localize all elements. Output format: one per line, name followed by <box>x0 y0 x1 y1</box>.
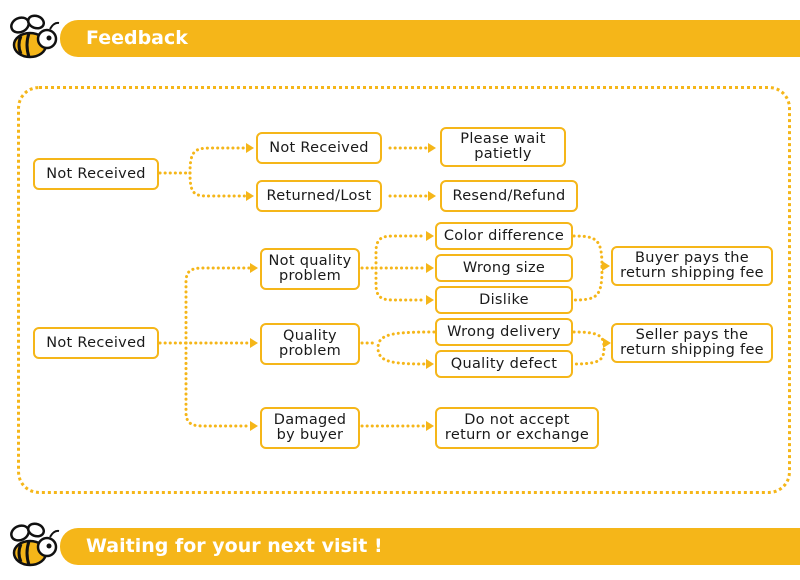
node-wrong-size: Wrong size <box>435 254 573 282</box>
node-returned-lost: Returned/Lost <box>256 180 382 212</box>
node-resend-refund: Resend/Refund <box>440 180 578 212</box>
diagram-frame <box>17 86 791 494</box>
bee-icon <box>10 14 60 59</box>
node-buyer-pays: Buyer pays the return shipping fee <box>611 246 773 286</box>
node-color-difference: Color difference <box>435 222 573 250</box>
header-banner <box>60 20 800 57</box>
node-not-quality-problem: Not quality problem <box>260 248 360 290</box>
footer-banner <box>60 528 800 565</box>
node-not-received-1: Not Received <box>33 158 159 190</box>
bee-icon <box>10 522 60 567</box>
footer-text: Waiting for your next visit ! <box>86 535 383 557</box>
node-seller-pays: Seller pays the return shipping fee <box>611 323 773 363</box>
node-dislike: Dislike <box>435 286 573 314</box>
node-quality-problem: Quality problem <box>260 323 360 365</box>
node-wrong-delivery: Wrong delivery <box>435 318 573 346</box>
node-please-wait: Please wait patietly <box>440 127 566 167</box>
page-title: Feedback <box>86 27 188 49</box>
node-not-received-sub: Not Received <box>256 132 382 164</box>
node-do-not-accept: Do not accept return or exchange <box>435 407 599 449</box>
node-damaged-by-buyer: Damaged by buyer <box>260 407 360 449</box>
node-not-received-2: Not Received <box>33 327 159 359</box>
node-quality-defect: Quality defect <box>435 350 573 378</box>
